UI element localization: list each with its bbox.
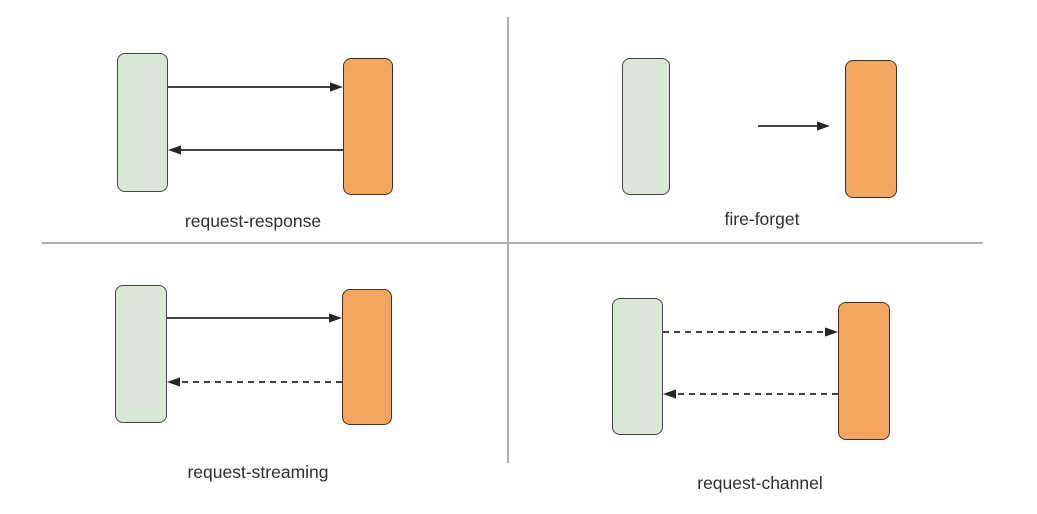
- arrow-dashed-left: [167, 377, 342, 387]
- panel-request-response: request-response: [0, 0, 508, 243]
- arrow-dashed-left: [663, 389, 838, 399]
- requester-node: [115, 285, 167, 423]
- requester-node: [612, 298, 663, 435]
- arrow-layer: [167, 313, 342, 387]
- arrow-solid-right: [168, 82, 343, 92]
- responder-node: [342, 289, 392, 425]
- vertical-divider: [507, 17, 509, 463]
- panel-label: fire-forget: [724, 209, 800, 229]
- arrow-layer: [663, 327, 838, 399]
- arrow-solid-right: [167, 313, 342, 323]
- panel-request-streaming: request-streaming: [0, 243, 508, 514]
- requester-node: [117, 53, 168, 192]
- panel-label: request-response: [184, 211, 322, 231]
- arrow-layer: [758, 121, 830, 131]
- arrow-dashed-right: [663, 327, 838, 337]
- panel-request-channel: request-channel: [508, 243, 1037, 514]
- arrow-solid-right: [758, 121, 830, 131]
- responder-node: [343, 58, 393, 195]
- panel-fire-forget: fire-forget: [508, 0, 1037, 243]
- arrow-solid-left: [168, 145, 343, 155]
- horizontal-divider: [42, 242, 983, 244]
- panel-label: request-streaming: [187, 462, 329, 482]
- requester-node: [622, 58, 670, 195]
- responder-node: [838, 302, 890, 440]
- arrow-layer: [168, 82, 343, 155]
- responder-node: [845, 60, 897, 198]
- panel-label: request-channel: [697, 473, 823, 493]
